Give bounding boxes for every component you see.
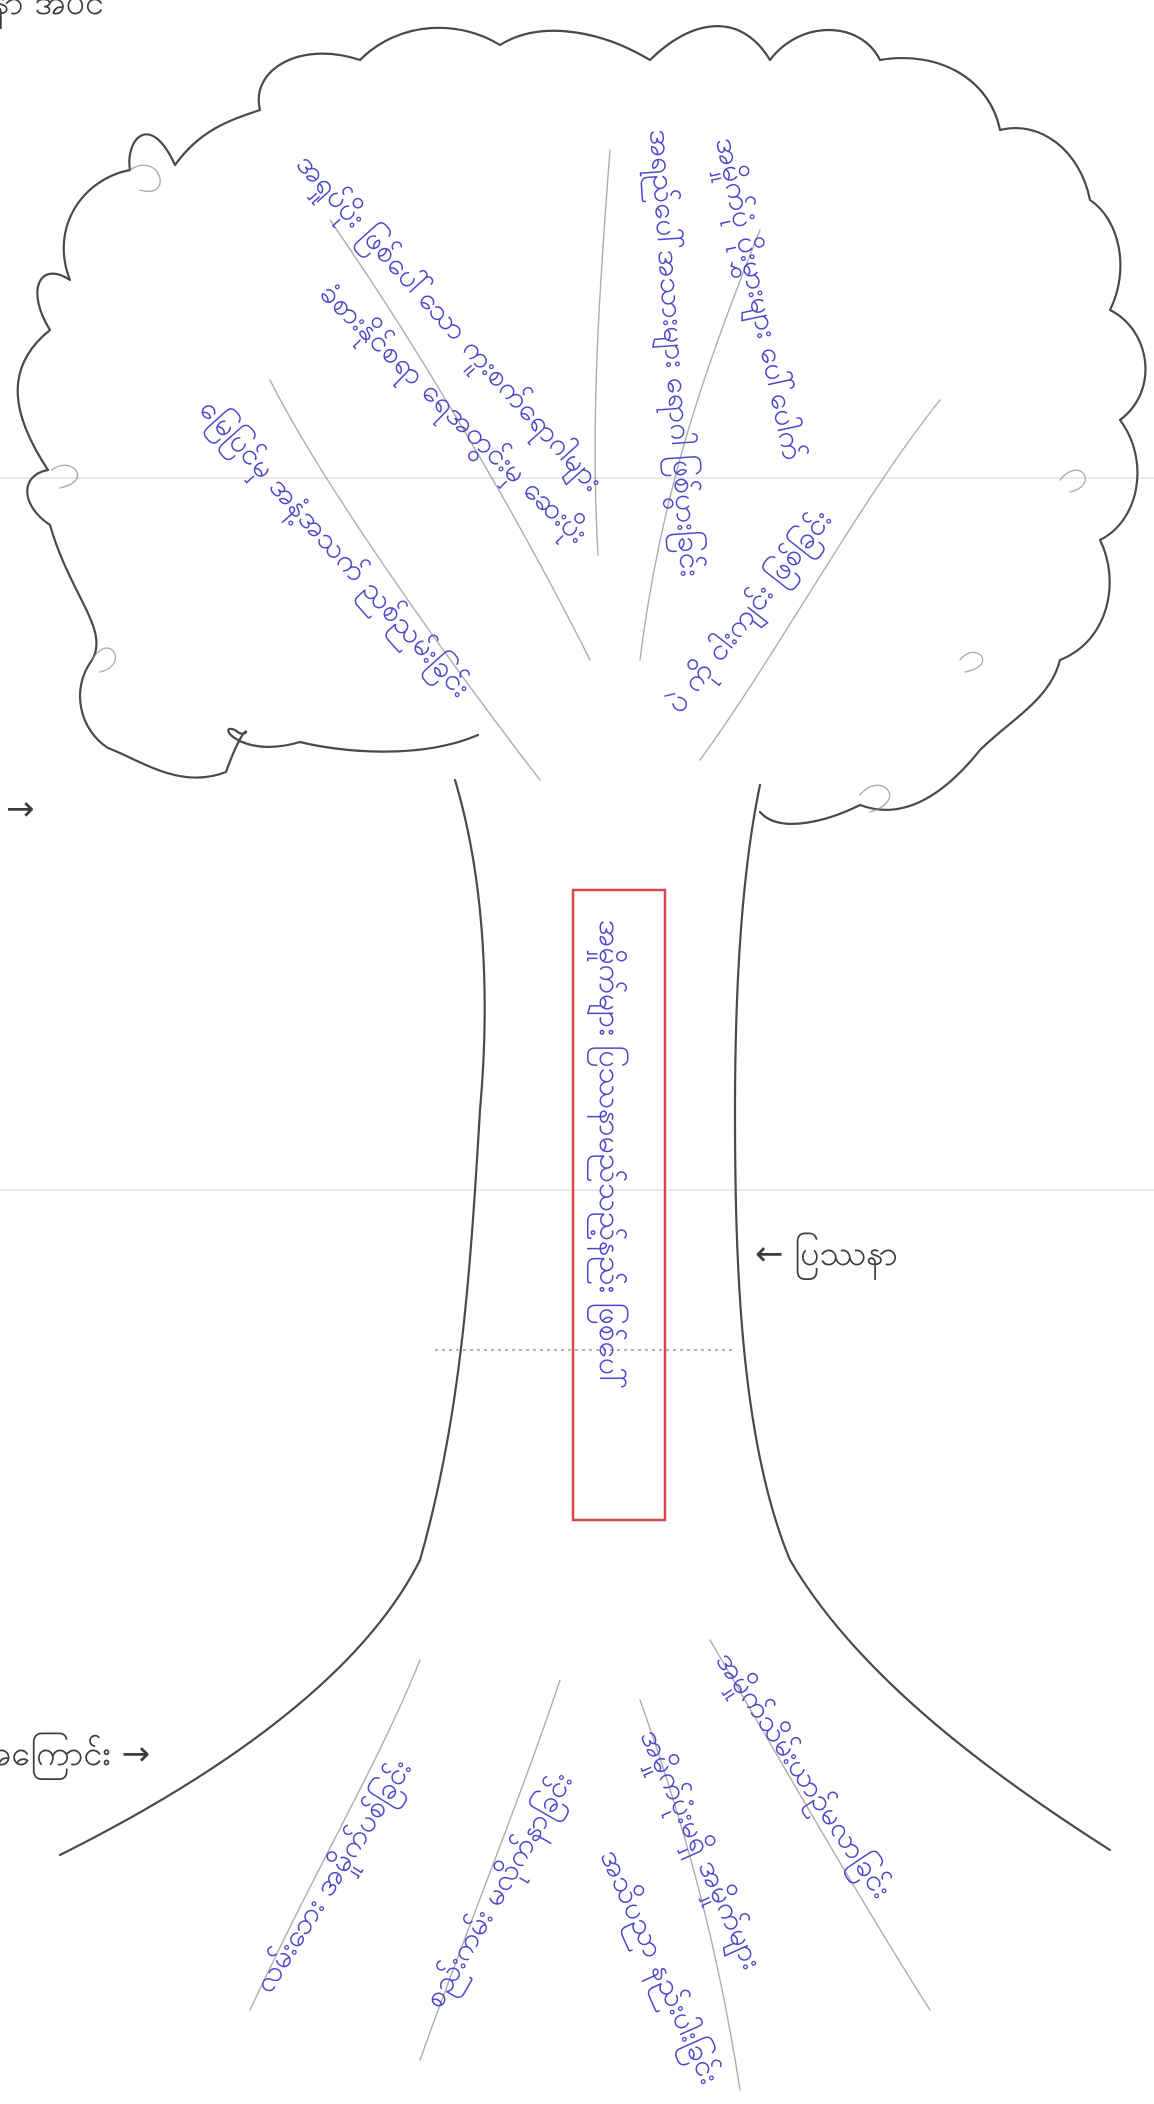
branch-line (269, 379, 541, 781)
core-problem-text: အမှိုက်များ ပြဿနာမည်သည့်နည်း ဖြစ်ပေါ် (586, 920, 629, 1389)
roots-arrow-label: အကြောင်း → (0, 1734, 150, 1780)
effect-label-5: မြေပြင်မှ အနံ့အသက် ညစ်ညမ်းခြင်း (188, 391, 480, 709)
leaves-arrow-label: → (6, 789, 35, 829)
canopy-curl (859, 784, 891, 813)
cause-label-5: အမှိုက်သိမ်းယာဉ်မလာခြင်း (703, 1644, 901, 1908)
canopy-curl (129, 164, 161, 193)
effect-label-2: အရည်ပေါ်အသားများ ရောဂါ ဖြစ်ပွားခြင်း (636, 128, 710, 578)
problem-arrow-label: ← ပြဿနာ (755, 1234, 898, 1280)
canopy-curl (1059, 469, 1086, 493)
cause-label-2: စည်းကမ်း မလိုက်နာခြင်း (415, 1765, 585, 2017)
trunk-right-edge (733, 783, 1112, 1852)
root-line (249, 1659, 421, 2011)
trunk-left-edge (58, 778, 486, 1857)
branch-line (594, 149, 611, 556)
canopy-curl (959, 651, 984, 673)
root-line (419, 1679, 561, 2061)
canopy-outline (16, 25, 1147, 825)
branch-line (329, 219, 591, 661)
branch-line (639, 229, 761, 661)
core-problem-box (571, 888, 667, 1522)
canopy-curl (51, 464, 79, 489)
effect-label-3: အရှုပ်ပိုး ဖြစ်ပေါ်သော ကူးစက်ရောဂါများ (285, 146, 612, 503)
root-line (709, 1639, 931, 2011)
branch-line (699, 399, 941, 761)
canopy-curl (91, 647, 117, 673)
top-left-fragment: ပြဿနာ အပင် (0, 0, 104, 29)
cause-label-1: လမ်းဘေး အမှိုက်ပစ်ခြင်း (245, 1752, 424, 2002)
root-line (639, 1699, 741, 2091)
effect-label-1: အမှိုက်ပုံ ပိုးမွှားများ ပေါ်ပေါက် (702, 134, 811, 464)
